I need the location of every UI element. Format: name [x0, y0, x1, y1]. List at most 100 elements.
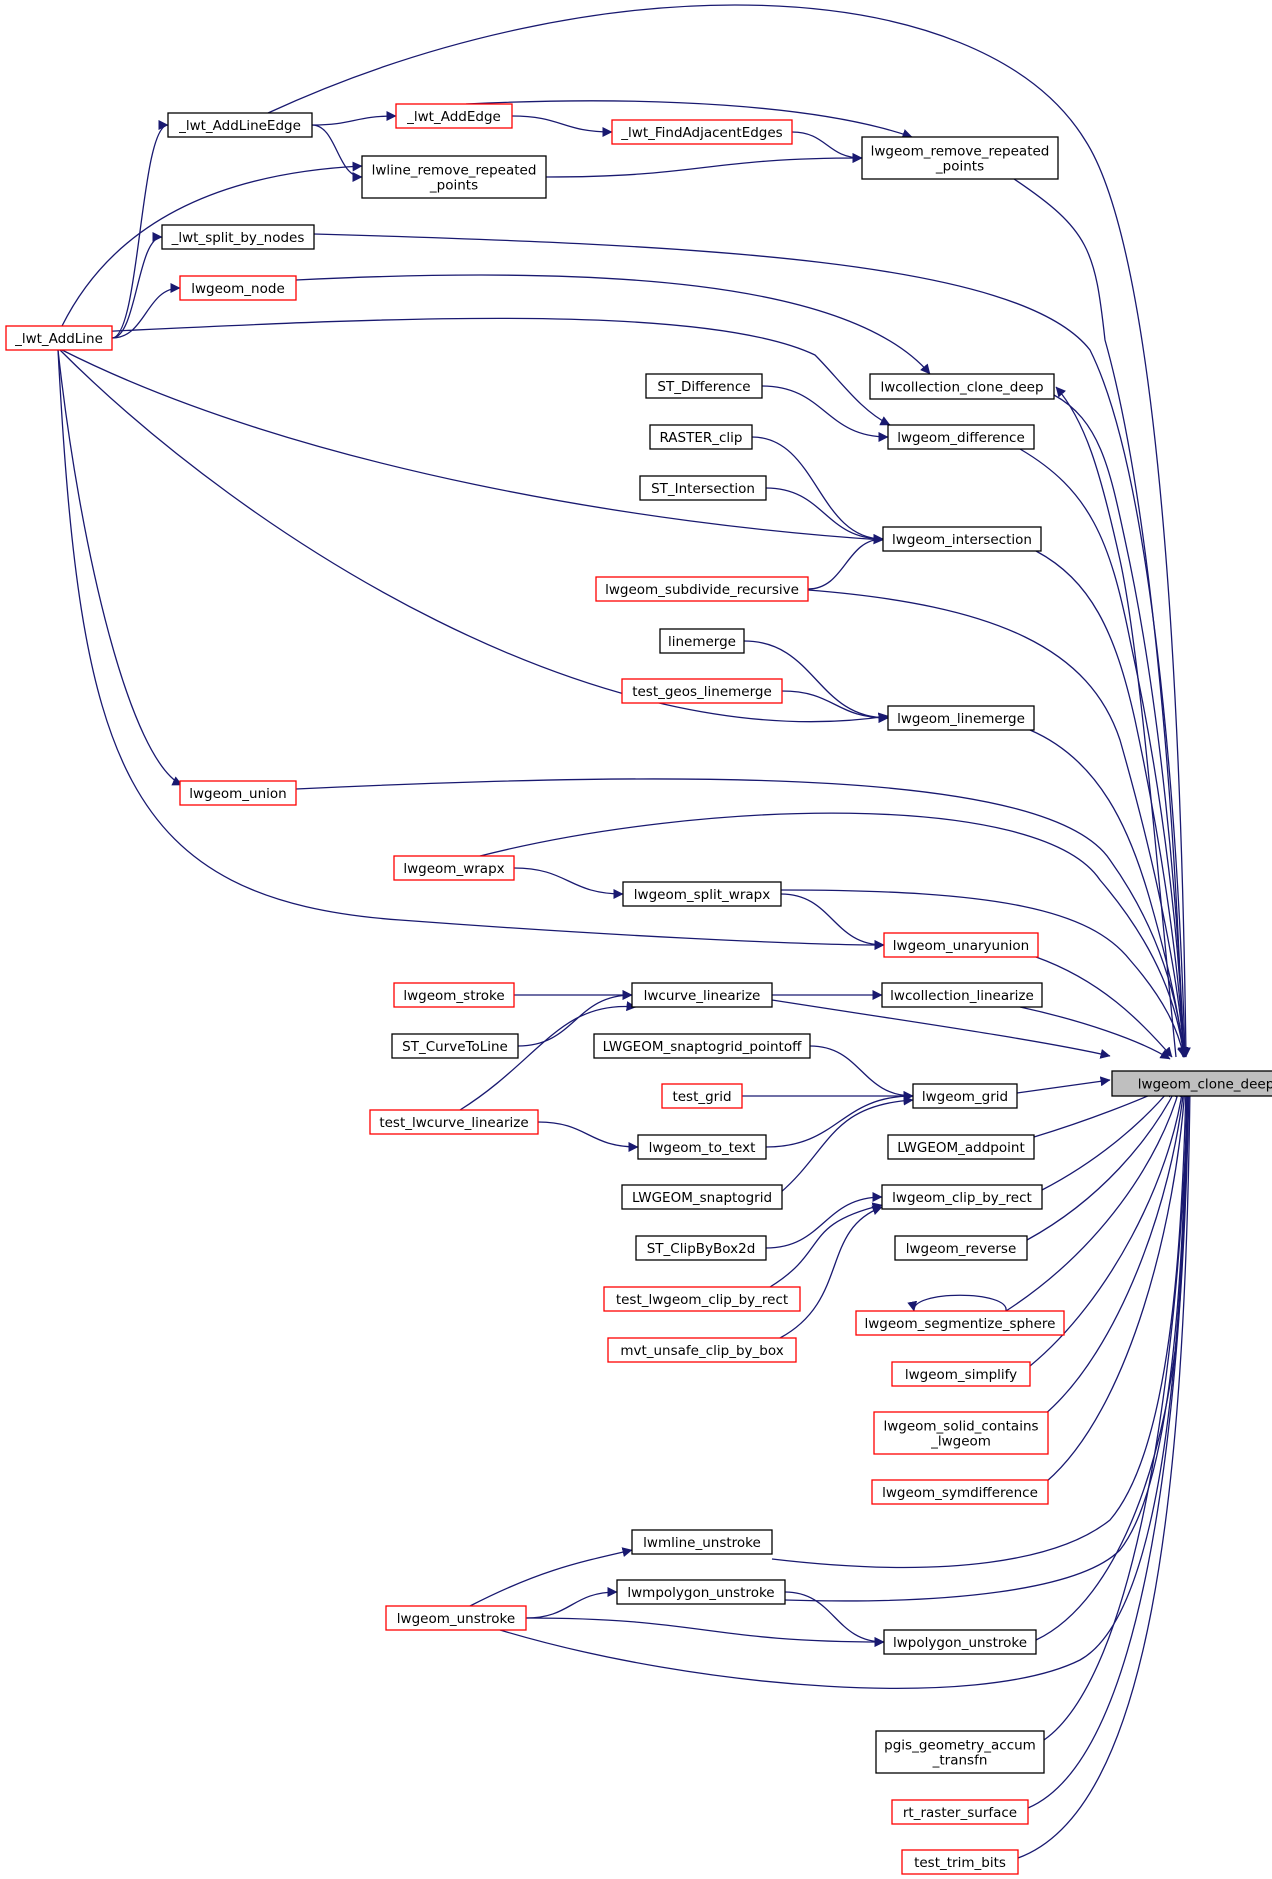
- edge-lwt_addline-to-lwgeom_inter: [61, 349, 884, 545]
- node-test_geos_lm[interactable]: test_geos_linemerge: [621, 678, 783, 704]
- node-lwgeom_stroke[interactable]: lwgeom_stroke: [393, 982, 515, 1008]
- node-lwt_split[interactable]: _lwt_split_by_nodes: [161, 224, 315, 250]
- node-lwgeom_to_text[interactable]: lwgeom_to_text: [637, 1134, 767, 1160]
- node-lwcoll_lin[interactable]: lwcollection_linearize: [881, 982, 1043, 1008]
- node-label: lwgeom_to_text: [649, 1140, 756, 1156]
- edge-lwgeom_simplify-to-root: [1029, 1086, 1187, 1367]
- node-label: lwcollection_clone_deep: [880, 380, 1043, 396]
- node-lwt_addlineedge[interactable]: _lwt_AddLineEdge: [167, 112, 313, 138]
- node-mvt_clip[interactable]: mvt_unsafe_clip_by_box: [607, 1337, 797, 1363]
- node-lwgeom_grid[interactable]: lwgeom_grid: [912, 1083, 1018, 1109]
- node-lwgeom_segsphere[interactable]: lwgeom_segmentize_sphere: [855, 1310, 1065, 1336]
- node-linemerge[interactable]: linemerge: [659, 628, 745, 654]
- node-label: lwgeom_clip_by_rect: [892, 1190, 1032, 1206]
- edge-raster_clip-to-lwgeom_inter: [751, 436, 884, 544]
- node-label: lwgeom_remove_repeated: [871, 144, 1050, 160]
- node-box: [635, 1235, 767, 1261]
- node-pgis_accum[interactable]: pgis_geometry_accum_transfn: [875, 1730, 1045, 1774]
- node-label: mvt_unsafe_clip_by_box: [620, 1343, 783, 1359]
- edge-lwgeom_unstroke-to-lwpoly_unstroke: [525, 1617, 885, 1647]
- node-label: lwgeom_linemerge: [897, 711, 1025, 727]
- node-lwgeom_lm[interactable]: lwgeom_linemerge: [887, 705, 1035, 731]
- node-box: [873, 1411, 1049, 1455]
- node-lwmline_unstroke[interactable]: lwmline_unstroke: [631, 1529, 773, 1555]
- node-lwgeom_split_wrapx[interactable]: lwgeom_split_wrapx: [622, 881, 782, 907]
- edge-root-to-lwcoll_clone: [1055, 386, 1177, 1058]
- node-lwt_addline[interactable]: _lwt_AddLine: [5, 325, 113, 351]
- node-lwgeom_reverse[interactable]: lwgeom_reverse: [894, 1235, 1028, 1261]
- node-label: test_grid: [672, 1089, 731, 1105]
- node-test_grid[interactable]: test_grid: [661, 1083, 743, 1109]
- edge-mvt_clip-to-lwgeom_clip_rect: [779, 1205, 883, 1339]
- node-box: [369, 1109, 539, 1135]
- node-label: lwgeom_stroke: [403, 988, 504, 1004]
- node-lwgeom_simplify[interactable]: lwgeom_simplify: [891, 1361, 1031, 1387]
- node-lwgeom_diff[interactable]: lwgeom_difference: [887, 424, 1035, 450]
- node-rt_raster_surface[interactable]: rt_raster_surface: [891, 1799, 1029, 1825]
- node-box: [393, 855, 515, 881]
- node-lwgeom_solid[interactable]: lwgeom_solid_contains_lwgeom: [873, 1411, 1049, 1455]
- node-lwgeom_unaryunion[interactable]: lwgeom_unaryunion: [883, 932, 1039, 958]
- node-lwt_findadj[interactable]: _lwt_FindAdjacentEdges: [611, 119, 793, 145]
- node-lwmpoly_unstroke[interactable]: lwmpolygon_unstroke: [616, 1579, 786, 1605]
- node-label: test_trim_bits: [914, 1855, 1006, 1871]
- node-lwcurve_lin[interactable]: lwcurve_linearize: [631, 982, 773, 1008]
- node-root[interactable]: lwgeom_clone_deep: [1111, 1070, 1272, 1097]
- node-st_curvetoline[interactable]: ST_CurveToLine: [391, 1033, 519, 1059]
- node-st_difference[interactable]: ST_Difference: [645, 373, 763, 399]
- node-lwt_addedge[interactable]: _lwt_AddEdge: [395, 103, 513, 129]
- node-lwgeom_symdiff[interactable]: lwgeom_symdifference: [871, 1479, 1049, 1505]
- node-box: [167, 112, 313, 138]
- node-label: lwcurve_linearize: [644, 988, 761, 1004]
- node-box: [631, 982, 773, 1008]
- node-lwgeom_node[interactable]: lwgeom_node: [179, 275, 297, 301]
- node-st_clipbybox2d[interactable]: ST_ClipByBox2d: [635, 1235, 767, 1261]
- node-box: [607, 1337, 797, 1363]
- node-label: ST_CurveToLine: [402, 1039, 508, 1055]
- node-lwgeom_unstroke[interactable]: lwgeom_unstroke: [385, 1605, 527, 1631]
- node-raster_clip[interactable]: RASTER_clip: [649, 424, 753, 450]
- node-lwgeom_subdiv[interactable]: lwgeom_subdivide_recursive: [595, 576, 809, 602]
- edge-lwgeom_subdiv-to-lwgeom_inter: [807, 534, 884, 590]
- node-label: lwgeom_simplify: [905, 1367, 1017, 1383]
- node-snap_pointoff[interactable]: LWGEOM_snaptogrid_pointoff: [593, 1033, 811, 1059]
- node-label: _points: [429, 178, 478, 194]
- node-test_lwcurve_lin[interactable]: test_lwcurve_linearize: [369, 1109, 539, 1135]
- node-lwgeom_snaptogrid[interactable]: LWGEOM_snaptogrid: [621, 1184, 783, 1210]
- edge-lwt_addedge-to-lwgeom_rrp: [465, 100, 913, 139]
- node-box: [621, 1184, 783, 1210]
- node-box: [385, 1605, 527, 1631]
- node-test_trim_bits[interactable]: test_trim_bits: [901, 1849, 1019, 1875]
- edge-lwgeom_clip_rect-to-root: [1041, 1086, 1173, 1191]
- edge-linemerge-to-lwgeom_lm: [743, 640, 889, 723]
- node-label: lwgeom_subdivide_recursive: [605, 582, 799, 598]
- node-test_clip_rect[interactable]: test_lwgeom_clip_by_rect: [603, 1286, 801, 1312]
- edge-lwgeom_diff-to-root: [1019, 448, 1189, 1058]
- edge-st_curvetoline-to-lwcurve_lin: [517, 990, 633, 1047]
- edge-test_clip_rect-to-lwgeom_clip_rect: [769, 1202, 883, 1288]
- node-box: [611, 119, 793, 145]
- node-lwpoly_unstroke[interactable]: lwpolygon_unstroke: [883, 1629, 1037, 1655]
- edge-snap_pointoff-to-lwgeom_grid: [809, 1045, 914, 1101]
- node-st_intersection[interactable]: ST_Intersection: [639, 475, 767, 501]
- node-lwgeom_clip_rect[interactable]: lwgeom_clip_by_rect: [881, 1184, 1043, 1210]
- node-label: ST_ClipByBox2d: [647, 1241, 756, 1257]
- node-label: lwgeom_unaryunion: [893, 938, 1029, 954]
- edge-lwt_addline-to-lwgeom_lm: [59, 349, 889, 723]
- node-lwgeom_rrp[interactable]: lwgeom_remove_repeated_points: [861, 136, 1059, 180]
- node-lwline_rrp[interactable]: lwline_remove_repeated_points: [361, 155, 547, 199]
- node-lwgeom_union[interactable]: lwgeom_union: [179, 780, 297, 806]
- node-label: test_geos_linemerge: [632, 684, 772, 700]
- edge-lwgeom_to_text-to-lwgeom_grid: [765, 1091, 914, 1148]
- node-label: lwmpolygon_unstroke: [627, 1585, 774, 1601]
- node-box: [881, 982, 1043, 1008]
- node-lwgeom_wrapx[interactable]: lwgeom_wrapx: [393, 855, 515, 881]
- edge-lwt_addedge-to-lwt_findadj: [511, 115, 613, 137]
- edge-lwgeom_inter-to-root: [1035, 550, 1189, 1058]
- node-lwgeom_inter[interactable]: lwgeom_intersection: [882, 526, 1042, 552]
- edge-lwcoll_clone-to-root: [1053, 394, 1189, 1058]
- node-lwgeom_addpoint[interactable]: LWGEOM_addpoint: [887, 1134, 1035, 1160]
- node-lwcoll_clone[interactable]: lwcollection_clone_deep: [869, 373, 1055, 400]
- edge-lwgeom_symdiff-to-root: [1045, 1086, 1190, 1483]
- node-label: lwgeom_difference: [897, 430, 1025, 446]
